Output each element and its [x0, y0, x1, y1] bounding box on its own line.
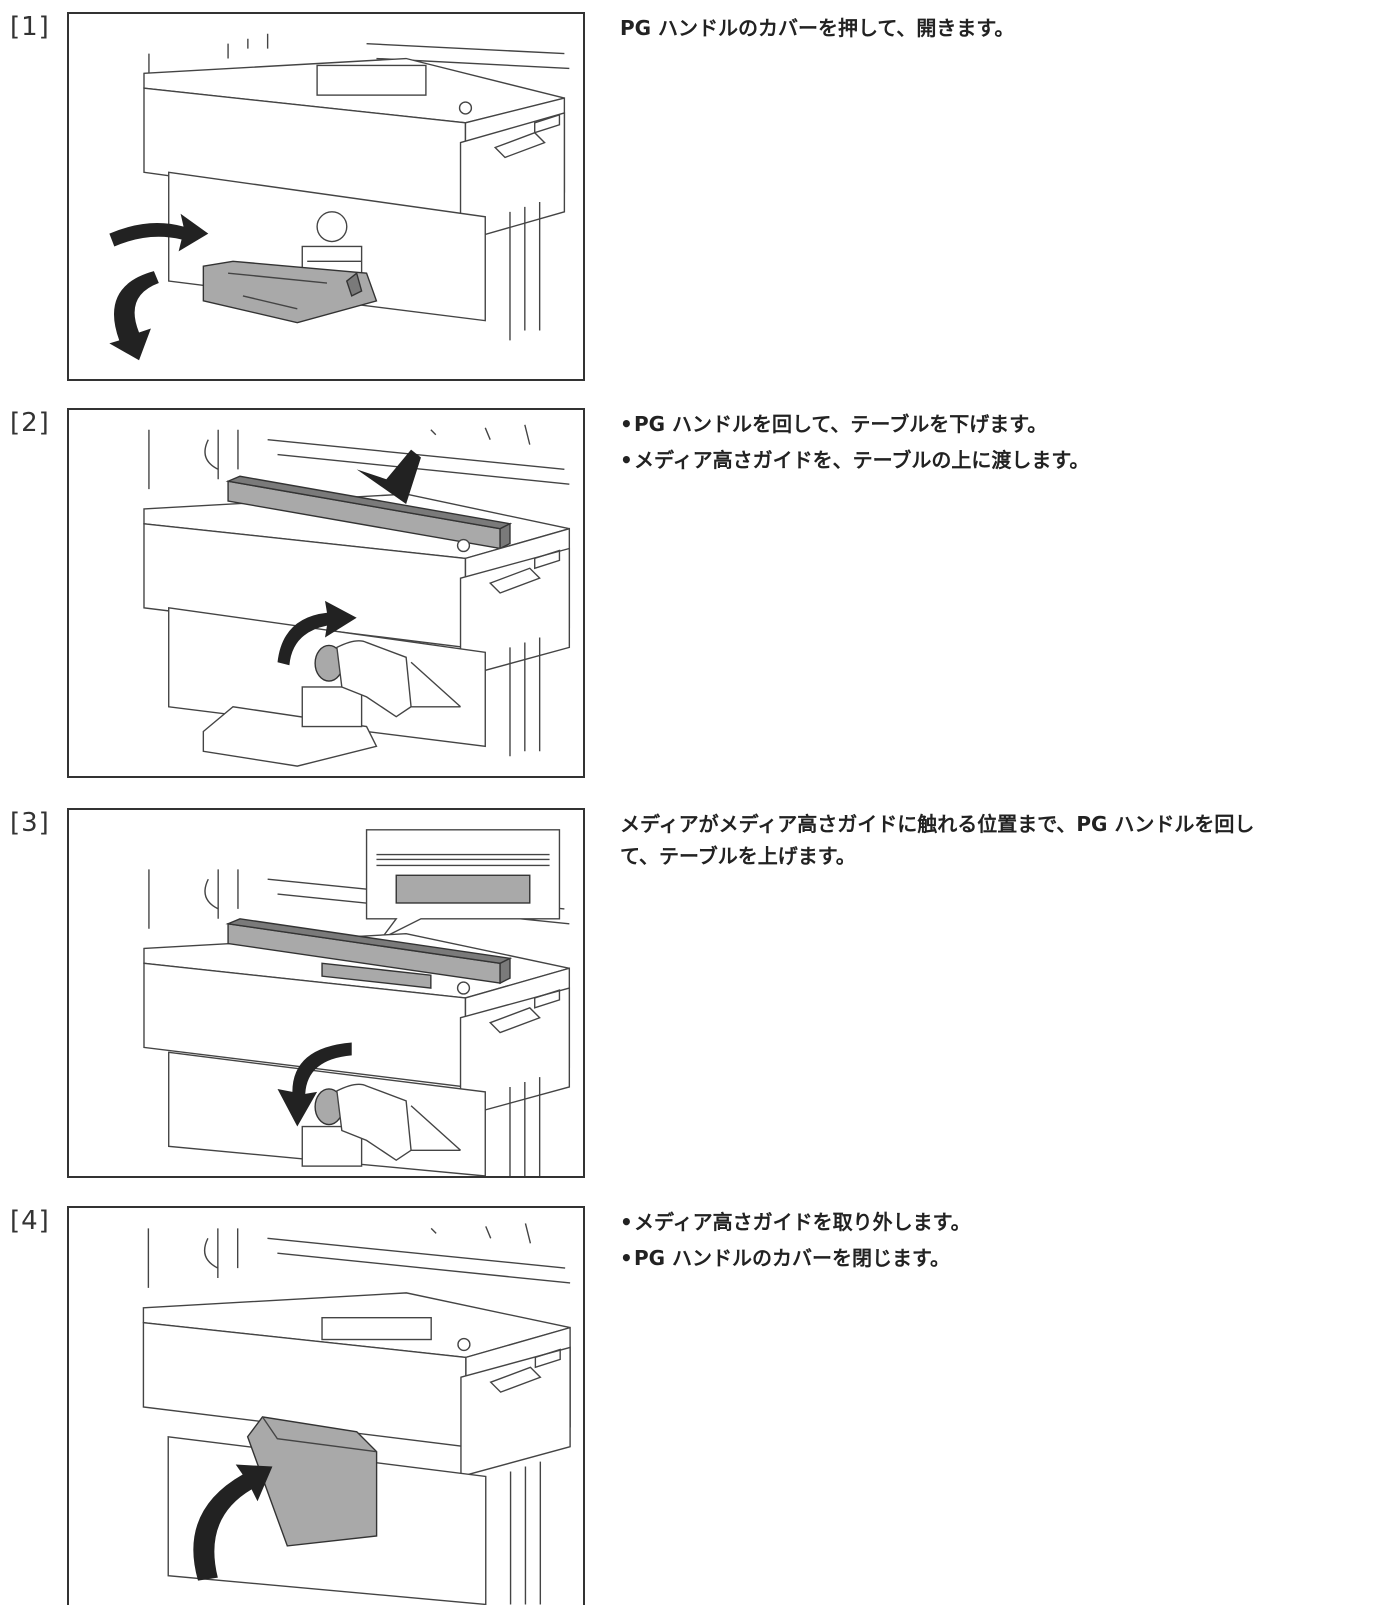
bullet-icon: •	[620, 448, 633, 472]
instruction-bullet: •メディア高さガイドを取り外します。	[620, 1206, 1360, 1238]
instruction-text: メディア高さガイドを取り外します。	[634, 1210, 971, 1234]
step-figure	[67, 1206, 585, 1605]
step-number: [4]	[10, 1206, 50, 1236]
instruction-bullet: •PG ハンドルのカバーを閉じます。	[620, 1242, 1360, 1274]
raise-table-to-guide-illustration	[143, 829, 571, 1176]
instruction-text: PG ハンドルを回して、テーブルを下げます。	[634, 412, 1048, 436]
instruction-text: PG ハンドルのカバーを閉じます。	[634, 1246, 951, 1270]
step-number: [3]	[10, 808, 50, 838]
step-number: [1]	[10, 12, 50, 42]
bullet-icon: •	[620, 1246, 633, 1270]
instruction-line: メディアがメディア高さガイドに触れる位置まで、PG ハンドルを回し	[620, 812, 1255, 836]
step-instructions: PG ハンドルのカバーを押して、開きます。	[620, 12, 1360, 48]
instruction-bullet: •メディア高さガイドを、テーブルの上に渡します。	[620, 444, 1360, 476]
step-instructions: •メディア高さガイドを取り外します。 •PG ハンドルのカバーを閉じます。	[620, 1206, 1360, 1278]
instruction-text: メディアがメディア高さガイドに触れる位置まで、PG ハンドルを回して、テーブルを…	[620, 808, 1360, 872]
step-figure	[67, 408, 585, 778]
instruction-text: メディア高さガイドを、テーブルの上に渡します。	[634, 448, 1090, 472]
step-figure	[67, 808, 585, 1178]
step-instructions: •PG ハンドルを回して、テーブルを下げます。 •メディア高さガイドを、テーブル…	[620, 408, 1360, 480]
step-figure	[67, 12, 585, 381]
instruction-text: PG ハンドルのカバーを押して、開きます。	[620, 16, 1015, 40]
bullet-icon: •	[620, 1210, 633, 1234]
step-number: [2]	[10, 408, 50, 438]
remove-guide-close-cover-illustration	[142, 1223, 571, 1605]
step-instructions: メディアがメディア高さガイドに触れる位置まで、PG ハンドルを回して、テーブルを…	[620, 808, 1360, 872]
lower-table-place-guide-illustration	[143, 424, 571, 767]
bullet-icon: •	[620, 412, 633, 436]
instruction-bullet: •PG ハンドルを回して、テーブルを下げます。	[620, 408, 1360, 440]
open-pg-handle-cover-illustration	[109, 33, 570, 361]
instruction-line: て、テーブルを上げます。	[620, 844, 856, 868]
